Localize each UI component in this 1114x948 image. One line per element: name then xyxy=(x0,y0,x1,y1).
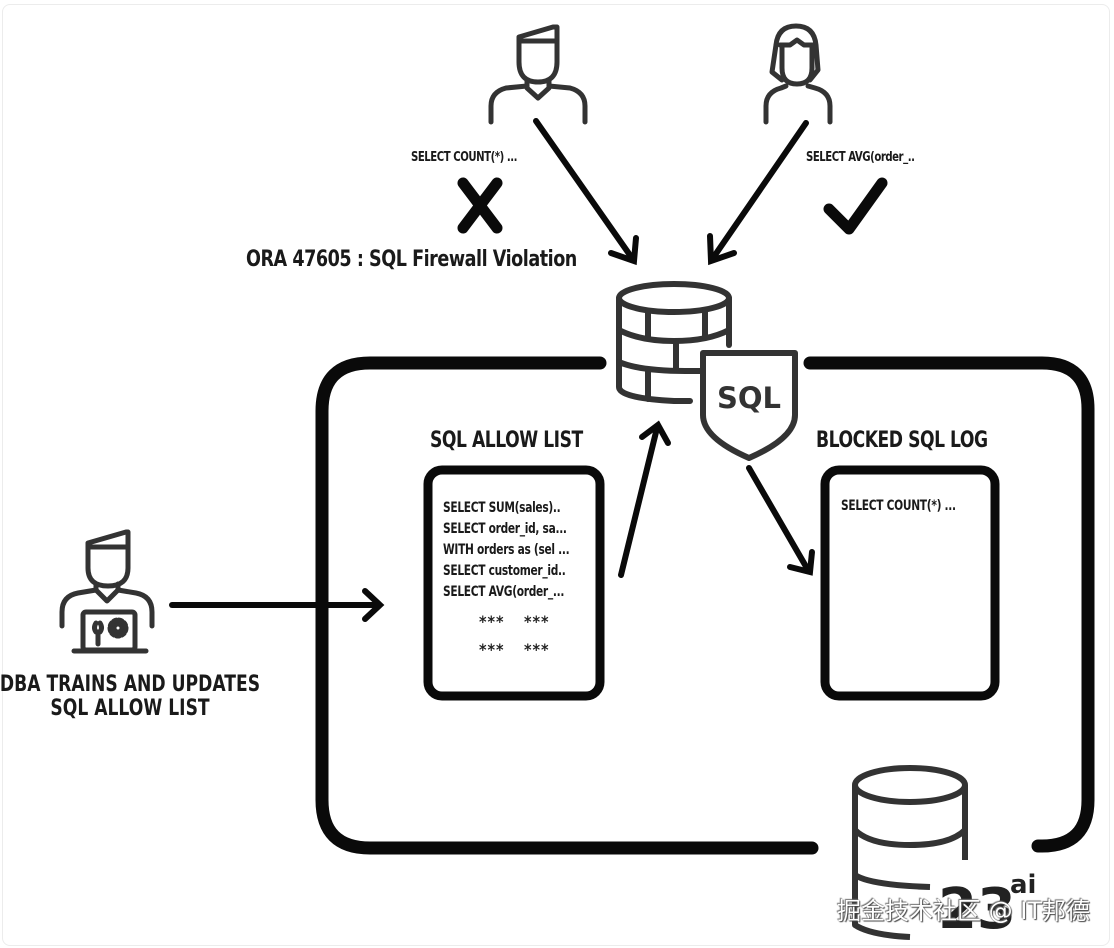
allow-list-item: SELECT SUM(sales).. xyxy=(443,500,561,516)
checkmark-icon xyxy=(823,177,888,235)
allow-list-ellipsis: *** xyxy=(479,640,505,659)
allow-list-box xyxy=(423,465,605,701)
watermark: 掘金技术社区 @ IT邦德 xyxy=(837,897,1090,925)
arrow-female-to-firewall xyxy=(707,120,809,266)
allow-list-item: SELECT AVG(order_... xyxy=(443,584,565,600)
arrow-dba-to-allowlist xyxy=(169,588,385,622)
violation-message: ORA 47605 : SQL Firewall Violation xyxy=(246,247,577,272)
x-mark-icon xyxy=(457,177,503,234)
shield-label: SQL xyxy=(717,381,781,415)
version-number: 23 xyxy=(938,877,1016,942)
dba-caption-line2: SQL ALLOW LIST xyxy=(50,696,210,721)
allowed-query-label: SELECT AVG(order_.. xyxy=(806,150,915,165)
arrow-allowlist-to-firewall xyxy=(618,420,671,578)
rejected-query-label: SELECT COUNT(*) ... xyxy=(411,150,517,165)
allow-list-ellipsis: *** xyxy=(524,640,550,659)
allow-list-ellipsis: *** xyxy=(524,612,550,631)
dba-engineer-icon xyxy=(59,529,155,654)
dba-caption: DBA TRAINS AND UPDATES SQL ALLOW LIST xyxy=(0,673,294,721)
allow-list-item: SELECT order_id, sa... xyxy=(443,521,567,537)
sql-shield-icon: SQL xyxy=(700,350,798,461)
female-user-icon xyxy=(763,23,833,125)
blocked-log-item: SELECT COUNT(*) ... xyxy=(841,498,956,514)
firewall-database-icon xyxy=(616,281,732,404)
blocked-log-title: BLOCKED SQL LOG xyxy=(816,428,988,453)
allow-list-ellipsis: *** xyxy=(479,612,505,631)
frame-right-segment xyxy=(803,356,1095,853)
version-suffix: ai xyxy=(1010,870,1036,900)
allow-list-item: WITH orders as (sel ... xyxy=(443,542,570,558)
male-user-icon xyxy=(488,24,588,125)
arrow-firewall-to-blocked-log xyxy=(746,465,815,576)
allow-list-title: SQL ALLOW LIST xyxy=(430,428,583,453)
oracle-23ai-database-icon xyxy=(852,765,968,940)
arrow-male-to-firewall xyxy=(533,118,639,266)
dba-caption-line1: DBA TRAINS AND UPDATES xyxy=(0,672,261,697)
allow-list-item: SELECT customer_id.. xyxy=(443,563,566,579)
blocked-log-box xyxy=(820,465,1000,701)
